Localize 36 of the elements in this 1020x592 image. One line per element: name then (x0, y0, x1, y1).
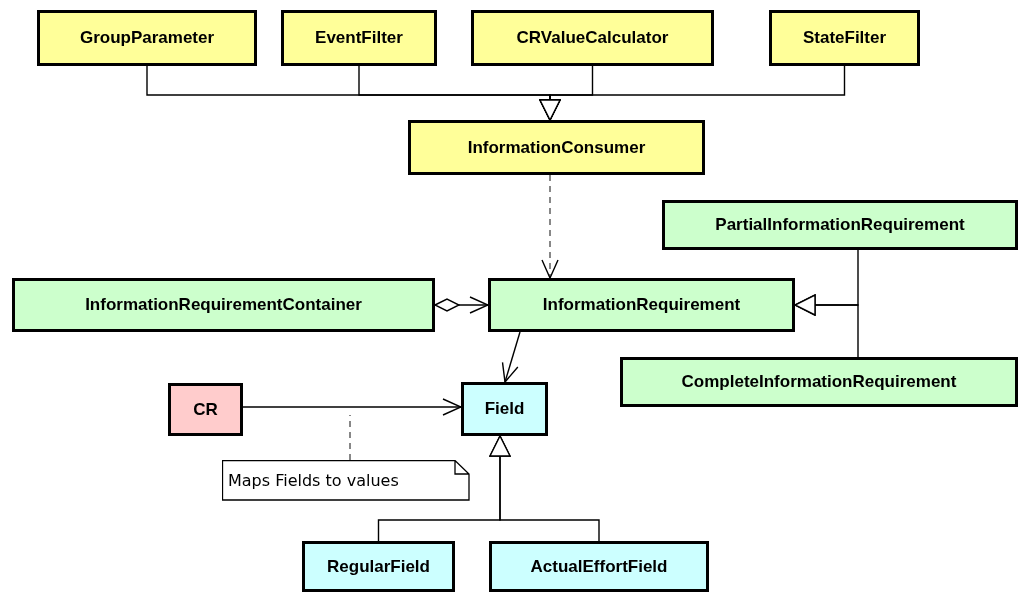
class-box (769, 10, 920, 66)
class-box (471, 10, 714, 66)
class-name: Field (484, 399, 525, 419)
association-arrow (242, 398, 462, 416)
note-box (222, 460, 470, 501)
class-name: PartialInformationRequirement (715, 215, 965, 235)
association-arrow (541, 174, 559, 279)
generalization-arrow (489, 435, 600, 542)
class-name: CompleteInformationRequirement (681, 372, 957, 392)
class-name: GroupParameter (79, 28, 215, 48)
association-arrow (434, 296, 489, 314)
class-box (302, 541, 455, 592)
class-box (488, 278, 795, 332)
class-name: ActualEffortField (530, 556, 668, 577)
class-name: EventFilter (315, 28, 403, 48)
note-text: Maps Fields to values (228, 471, 399, 490)
class-name: CR (193, 399, 218, 420)
class-box (489, 541, 709, 592)
class-box (168, 383, 243, 436)
class-box (281, 10, 437, 66)
class-box (408, 120, 705, 175)
association-arrow (501, 331, 521, 383)
class-box (12, 278, 435, 332)
class-name: InformationRequirementContainer (85, 295, 362, 315)
generalization-arrow (794, 294, 859, 358)
class-name: CRValueCalculator (516, 28, 669, 48)
class-box (37, 10, 257, 66)
class-name: RegularField (327, 556, 430, 577)
note-connector (349, 414, 351, 461)
generalization-arrow (539, 65, 846, 121)
class-box (662, 200, 1018, 250)
class-box (461, 382, 548, 436)
class-name: InformationConsumer (467, 137, 646, 158)
class-name: StateFilter (802, 28, 887, 48)
class-box (620, 357, 1018, 407)
class-name: InformationRequirement (542, 295, 741, 315)
